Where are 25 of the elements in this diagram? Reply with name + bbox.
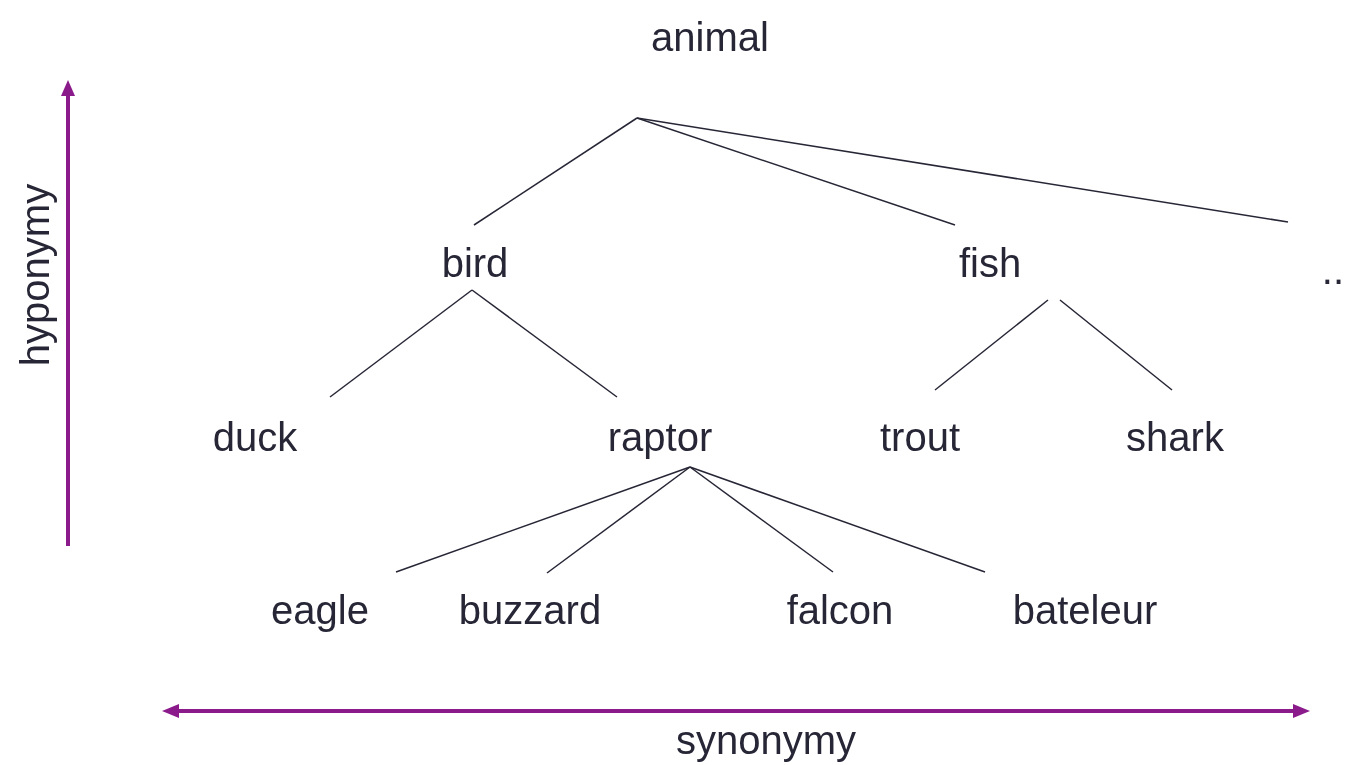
tree-line bbox=[689, 466, 834, 573]
tree-line bbox=[471, 289, 618, 398]
tree-line bbox=[689, 466, 986, 573]
node-label: fish bbox=[958, 240, 1022, 286]
tree-line bbox=[1059, 299, 1173, 391]
node-label: raptor bbox=[607, 414, 713, 460]
tree-line bbox=[636, 117, 956, 226]
tree-line bbox=[329, 289, 473, 398]
node-label: animal bbox=[651, 14, 769, 60]
node-label: falcon bbox=[786, 587, 894, 633]
axis-label: synonymy bbox=[675, 717, 857, 763]
node-label: buzzard bbox=[458, 587, 602, 633]
tree-line bbox=[395, 466, 691, 573]
tree-line bbox=[636, 117, 1289, 223]
node-label: bird bbox=[441, 240, 509, 286]
tree-line bbox=[546, 466, 691, 574]
node-label: eagle bbox=[271, 587, 369, 633]
node-label: .. bbox=[1321, 247, 1344, 293]
tree-line bbox=[934, 299, 1049, 391]
axis-label: hyponymy bbox=[12, 183, 58, 367]
tree-line bbox=[473, 117, 638, 226]
node-label: trout bbox=[879, 414, 960, 460]
node-label: shark bbox=[1126, 414, 1224, 460]
node-label: bateleur bbox=[1012, 587, 1158, 633]
node-label: duck bbox=[212, 414, 298, 460]
